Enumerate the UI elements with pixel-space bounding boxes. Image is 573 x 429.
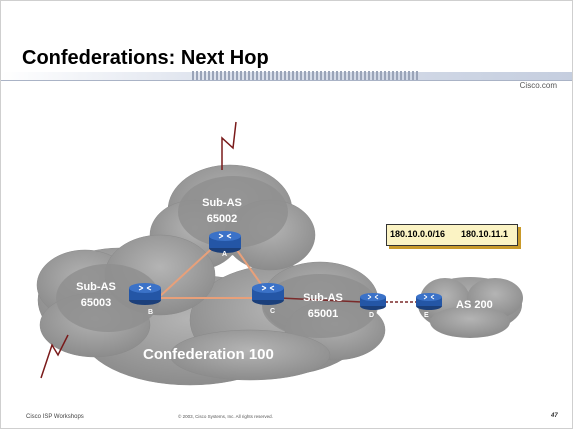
router-a-icon [209,231,241,253]
page-number: 47 [551,413,558,419]
footer-copyright: © 2003, Cisco Systems, Inc. All rights r… [178,414,273,419]
router-label-b: B [148,309,153,316]
confederation-label: Confederation 100 [143,346,274,363]
next-hop-text: 180.10.11.1 [461,229,509,239]
page-title: Confederations: Next Hop [22,47,269,69]
router-d-icon [360,293,386,310]
brand-text: Cisco.com [519,81,557,90]
footer-workshop: Cisco ISP Workshops [26,414,84,420]
sub-as-65003-line1: Sub-AS [76,281,116,293]
header-bar [1,71,572,81]
router-e-icon [416,293,442,310]
sub-as-65002-line2: 65002 [207,213,238,225]
sub-as-clouds [56,176,378,338]
sub-as-65001-line2: 65001 [308,308,339,320]
router-label-e: E [424,312,429,319]
sub-as-65002-line1: Sub-AS [202,197,242,209]
prefix-text: 180.10.0.0/16 [390,229,446,239]
sub-as-65003-line2: 65003 [81,297,112,309]
as200-label: AS 200 [456,299,493,311]
lightning-icon [40,334,69,379]
ebgp-links [279,297,417,303]
router-label-a: A [222,251,227,258]
as200-cloud [418,277,523,338]
sub-as-65001-line1: Sub-AS [303,292,343,304]
router-b-icon [129,283,161,305]
prefix-callout: 180.10.0.0/16 180.10.11.1 [386,224,518,246]
router-c-icon [252,283,284,305]
lightning-icon [221,121,237,170]
router-label-d: D [369,312,374,319]
router-label-c: C [270,308,275,315]
